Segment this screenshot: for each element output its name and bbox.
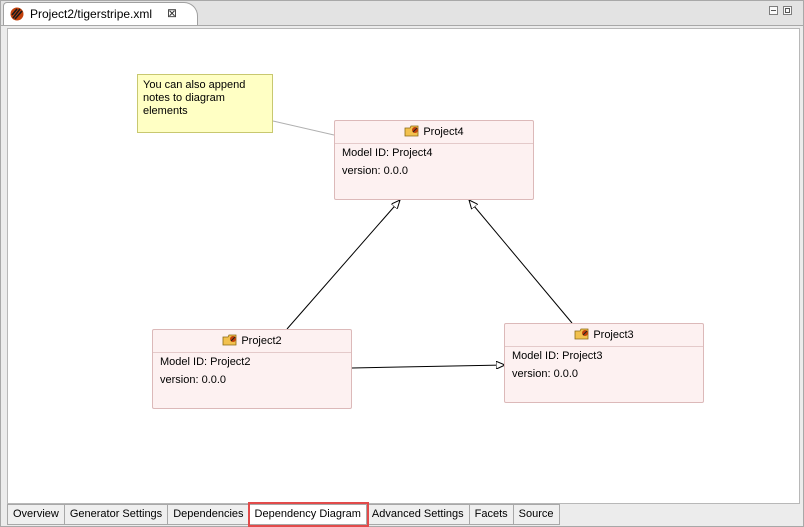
editor-tab[interactable]: Project2/tigerstripe.xml ⊠ [3,2,198,25]
node-attr-version: version: 0.0.0 [342,165,409,177]
link-project3-project4[interactable] [469,200,573,324]
dependency-links [272,120,573,503]
node-header: Project3 [505,324,703,347]
node-title: Project2 [241,335,282,347]
tigerstripe-file-icon [10,7,24,21]
diagram-canvas[interactable]: You can also append notes to diagram ele… [7,28,800,504]
project-folder-icon [222,334,237,346]
node-attr-model-id: Model ID: Project3 [512,350,603,362]
node-header: Project4 [335,121,533,144]
tab-dependencies[interactable]: Dependencies [168,504,250,525]
node-attr-model-id: Model ID: Project4 [342,147,433,159]
tab-source[interactable]: Source [513,504,560,525]
node-attr-version: version: 0.0.0 [160,374,227,386]
node-header: Project2 [153,330,351,353]
tab-generator-settings[interactable]: Generator Settings [64,504,169,525]
link-project2-project4[interactable] [286,200,400,330]
minimize-icon[interactable] [769,6,778,15]
node-project3[interactable]: Project3 Model ID: Project3 version: 0.0… [504,323,704,403]
note-connector [272,120,335,136]
editor-tab-bar: Project2/tigerstripe.xml ⊠ [1,1,803,26]
link-project2-project3[interactable] [351,365,505,368]
diagram-note[interactable]: You can also append notes to diagram ele… [137,74,273,133]
node-attr-version: version: 0.0.0 [512,368,579,380]
node-project4[interactable]: Project4 Model ID: Project4 version: 0.0… [334,120,534,200]
close-icon[interactable]: ⊠ [167,6,178,20]
tab-dependency-diagram[interactable]: Dependency Diagram [247,502,369,527]
node-title: Project4 [423,126,464,138]
tab-advanced-settings[interactable]: Advanced Settings [366,504,470,525]
tab-overview[interactable]: Overview [7,504,65,525]
maximize-icon[interactable] [783,6,792,15]
project-folder-icon [404,125,419,137]
node-attr-model-id: Model ID: Project2 [160,356,251,368]
editor-tab-title: Project2/tigerstripe.xml [30,7,153,21]
editor-page-tabs: Overview Generator Settings Dependencies… [7,502,560,527]
tab-facets[interactable]: Facets [469,504,514,525]
node-project2[interactable]: Project2 Model ID: Project2 version: 0.0… [152,329,352,409]
project-folder-icon [574,328,589,340]
node-title: Project3 [593,329,634,341]
